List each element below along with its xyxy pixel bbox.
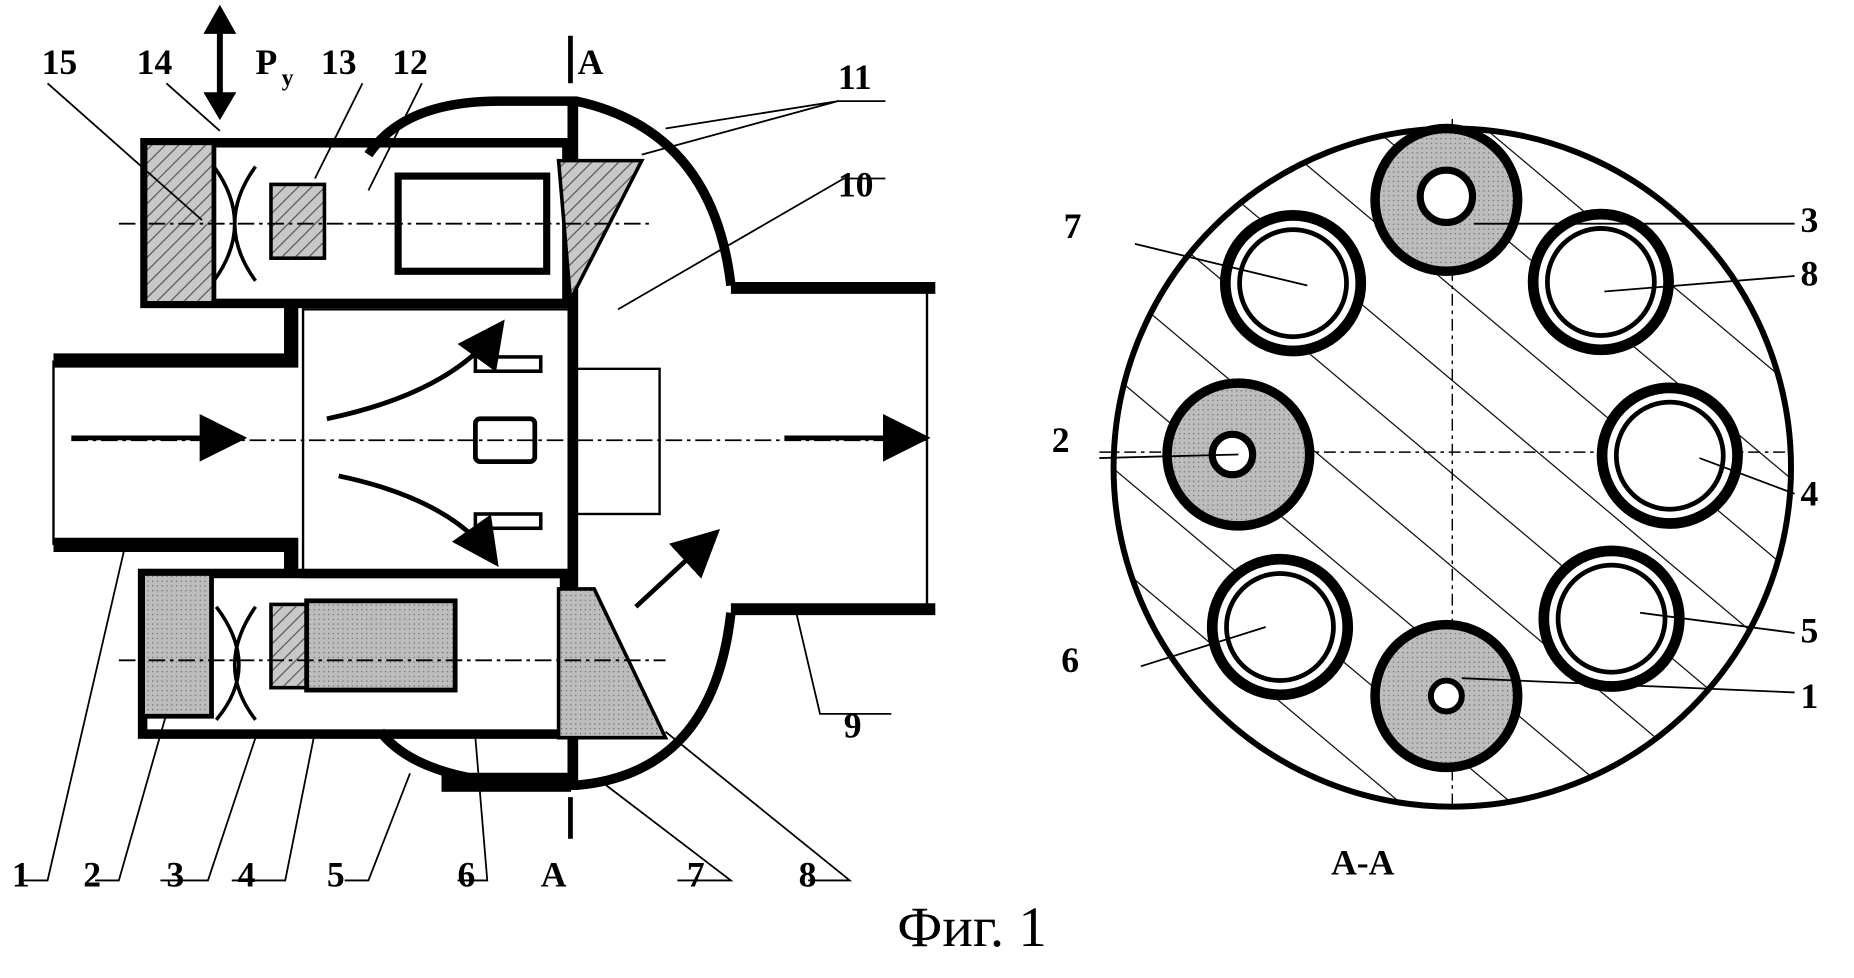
label-1: 1 — [12, 854, 30, 894]
bore-1 — [1370, 619, 1523, 773]
bore-4 — [1596, 382, 1743, 529]
label-5: 5 — [327, 854, 345, 894]
bore-7 — [1219, 209, 1367, 357]
label-10: 10 — [838, 164, 874, 204]
label-9: 9 — [844, 706, 862, 746]
figure-caption: Фиг. 1 — [897, 896, 1047, 959]
bore-5 — [1538, 545, 1685, 692]
open-bores — [1206, 208, 1743, 701]
label-2: 2 — [83, 854, 101, 894]
section-marker-bottom: А — [541, 854, 567, 894]
bore-6 — [1206, 553, 1354, 701]
left-view-labels: 1 2 3 4 5 6 7 8 9 10 11 12 13 14 15 P у … — [12, 42, 874, 895]
label-12: 12 — [392, 42, 428, 82]
label-3: 3 — [166, 854, 184, 894]
longitudinal-view — [23, 4, 936, 882]
label-7: 7 — [687, 854, 705, 894]
section-label-5: 5 — [1801, 610, 1819, 650]
force-label: P — [256, 42, 278, 82]
section-marker-top: А — [578, 42, 604, 82]
label-4: 4 — [238, 854, 256, 894]
section-label-1: 1 — [1801, 676, 1819, 716]
label-6: 6 — [458, 854, 476, 894]
section-label-3: 3 — [1801, 200, 1819, 240]
section-title: А-А — [1331, 842, 1395, 882]
section-label-4: 4 — [1801, 474, 1819, 514]
section-label-7: 7 — [1064, 206, 1082, 246]
section-view: 3 8 4 5 1 6 2 7 А-А — [1052, 118, 1819, 882]
section-label-8: 8 — [1801, 254, 1819, 294]
bore-3 — [1370, 123, 1523, 277]
section-label-2: 2 — [1052, 420, 1070, 460]
shaded-bores — [1162, 123, 1523, 773]
force-subscript: у — [282, 66, 294, 92]
label-13: 13 — [321, 42, 357, 82]
label-15: 15 — [42, 42, 78, 82]
label-8: 8 — [799, 854, 817, 894]
section-label-6: 6 — [1061, 640, 1079, 680]
label-11: 11 — [838, 57, 872, 97]
bore-8 — [1527, 208, 1674, 356]
label-14: 14 — [137, 42, 173, 82]
